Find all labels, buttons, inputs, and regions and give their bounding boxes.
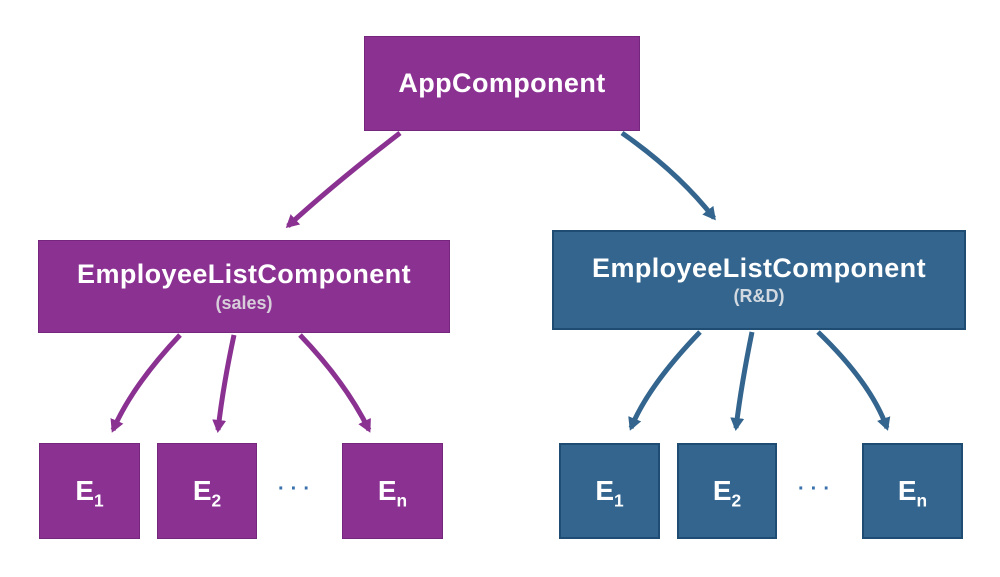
arrow-rnd-to-en: [816, 330, 891, 431]
node-label: EmployeeListComponent: [592, 252, 926, 283]
node-sales-employee-2: E2: [157, 443, 257, 539]
employee-label: En: [377, 475, 408, 511]
node-sales-employee-n: En: [342, 443, 443, 539]
arrow-app-to-rnd: [620, 130, 716, 221]
arrow-sales-to-e2: [212, 334, 237, 433]
ellipsis-rnd: ···: [798, 477, 836, 500]
node-app-component: AppComponent: [364, 36, 640, 131]
node-rnd-employee-1: E1: [559, 443, 660, 539]
node-employee-list-rnd: EmployeeListComponent (R&D): [552, 230, 966, 330]
node-rnd-employee-2: E2: [677, 443, 777, 539]
node-employee-list-sales: EmployeeListComponent (sales): [38, 240, 450, 333]
node-sublabel: (R&D): [733, 286, 785, 307]
node-label: AppComponent: [398, 67, 606, 98]
node-rnd-employee-n: En: [862, 443, 963, 539]
employee-label: E2: [192, 475, 222, 511]
employee-label: E2: [712, 475, 742, 511]
ellipsis-sales: ···: [278, 477, 316, 500]
arrow-app-to-sales: [285, 131, 402, 229]
arrow-rnd-to-e1: [628, 330, 702, 431]
arrow-sales-to-e1: [110, 333, 182, 433]
employee-label: En: [897, 475, 928, 511]
node-sales-employee-1: E1: [39, 443, 140, 539]
arrow-rnd-to-e2: [730, 331, 755, 431]
employee-label: E1: [595, 475, 624, 511]
employee-label: E1: [75, 475, 104, 511]
arrow-sales-to-en: [298, 333, 372, 433]
node-label: EmployeeListComponent: [77, 259, 411, 290]
node-sublabel: (sales): [215, 292, 273, 313]
